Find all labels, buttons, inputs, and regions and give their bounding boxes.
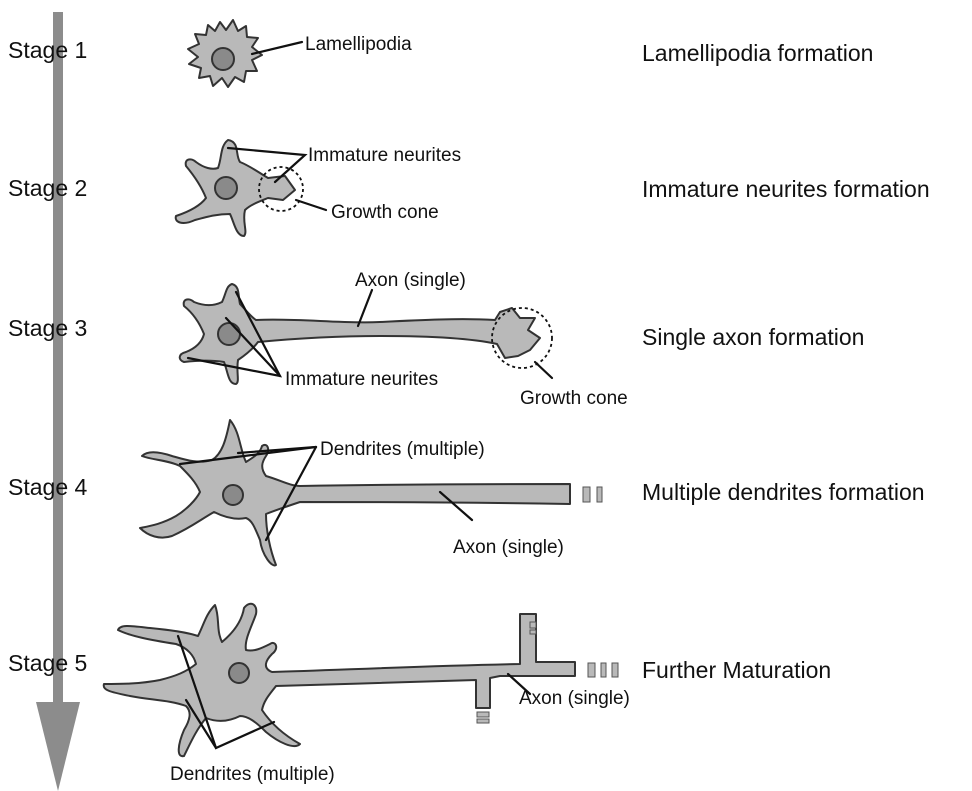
stage-2-cell: [176, 140, 295, 236]
stage-4-axon-break: [583, 487, 602, 502]
stage-5-cell: [104, 604, 575, 756]
stage-1-label: Stage 1: [8, 37, 87, 63]
stage-1-lamellipodia-label: Lamellipodia: [305, 34, 412, 55]
stage-4-axon-label: Axon (single): [453, 537, 564, 558]
stage-3-growth-cone-label: Growth cone: [520, 388, 628, 409]
stage-5-label: Stage 5: [8, 650, 87, 676]
stage-2-label: Stage 2: [8, 175, 87, 201]
stage-4-dendrites-label: Dendrites (multiple): [320, 439, 485, 460]
stage-4-label: Stage 4: [8, 474, 87, 500]
stage-5-description: Further Maturation: [642, 657, 831, 683]
stage-5-dendrites-label: Dendrites (multiple): [170, 764, 335, 785]
stage-3-immature-neurites-label: Immature neurites: [285, 369, 438, 390]
stage-1-cell: [188, 20, 262, 87]
stage-2-growth-cone-label: Growth cone: [331, 202, 439, 223]
stage-2-immature-neurites-label: Immature neurites: [308, 145, 461, 166]
stage-5-axon-label: Axon (single): [519, 688, 630, 709]
stage-3-description: Single axon formation: [642, 324, 864, 350]
stage-1-description: Lamellipodia formation: [642, 40, 873, 66]
stage-4-description: Multiple dendrites formation: [642, 479, 925, 505]
stage-2-description: Immature neurites formation: [642, 176, 930, 202]
stage-3-label: Stage 3: [8, 315, 87, 341]
stage-3-axon-label: Axon (single): [355, 270, 466, 291]
